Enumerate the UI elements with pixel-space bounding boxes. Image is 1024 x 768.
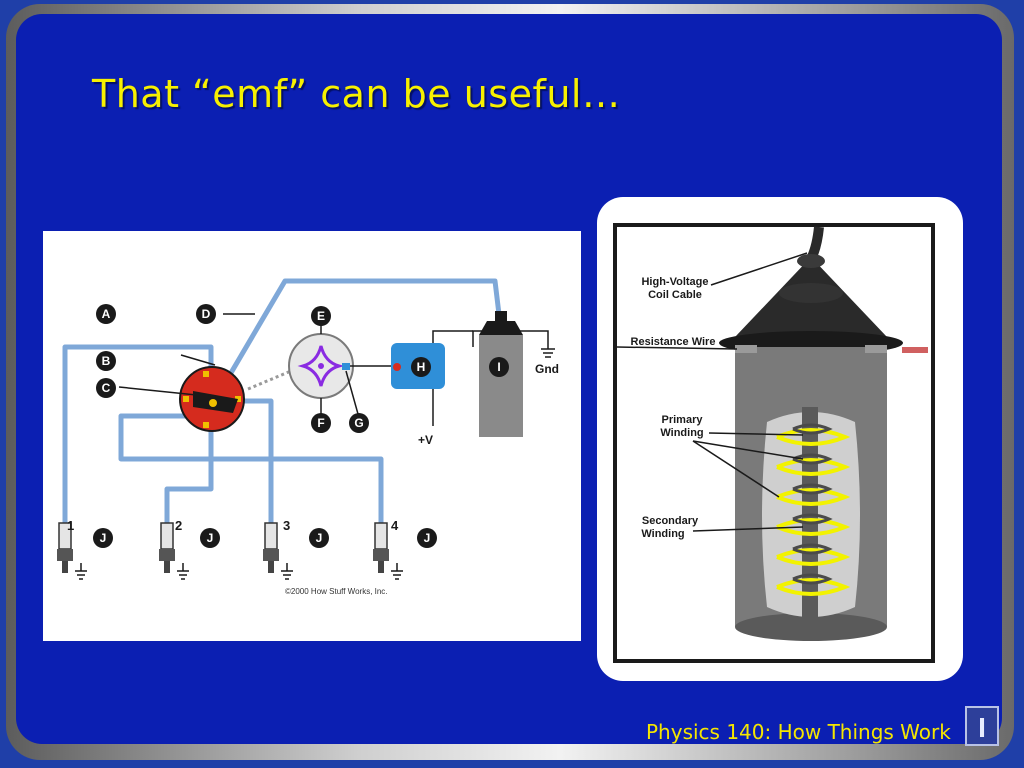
coil-cutaway-diagram: High-Voltage Coil Cable Resistance Wire … [613,223,935,663]
logo-letter: I [978,712,986,743]
spark-plug-3 [263,522,293,580]
label-c: C [102,381,111,395]
label-g: G [354,416,363,430]
ignition-coil-small [479,311,523,437]
distributor-cap [179,366,245,432]
plug-number-2: 2 [175,518,182,533]
label-e: E [317,309,325,323]
ignition-diagram-panel: A B C D E F G H I J J J J 1 2 3 4 Gnd +V [43,231,581,641]
spark-plug-4 [373,522,403,580]
rotor-link-dotted [247,369,292,391]
copyright-note: ©2000 How Stuff Works, Inc. [285,587,388,596]
supply-label: +V [418,433,433,447]
university-logo: I [965,706,999,746]
coil-high-voltage-wire [215,278,504,397]
label-j-3: J [316,531,323,545]
breaker-cam [288,333,354,399]
label-a: A [102,307,111,321]
label-badges [93,304,509,548]
label-d: D [202,307,211,321]
plug-number-3: 3 [283,518,290,533]
ground-label: Gnd [535,362,559,376]
label-secondary-1: Secondary [642,515,699,527]
plug-wire-4 [118,413,384,527]
plug-wire-1 [62,344,214,527]
label-j-4: J [424,531,431,545]
ignition-diagram: A B C D E F G H I J J J J 1 2 3 4 Gnd +V [57,278,559,596]
plug-number-1: 1 [67,518,74,533]
label-primary-1: Primary [662,414,704,426]
course-footer: Physics 140: How Things Work [646,720,951,744]
coil-diagram-panel: High-Voltage Coil Cable Resistance Wire … [597,197,963,681]
label-f: F [317,416,324,430]
label-i: I [497,360,500,374]
label-j-1: J [100,531,107,545]
label-h: H [417,360,426,374]
label-secondary-2: Winding [641,528,684,540]
plug-wire-3 [238,398,274,527]
label-high-voltage-2: Coil Cable [648,289,702,301]
label-b: B [102,354,111,368]
spark-plug-1 [57,522,87,580]
primary-winding [792,423,833,585]
slide-title: That “emf” can be useful… [92,72,621,116]
plug-wire-2 [164,416,214,527]
label-primary-2: Winding [660,427,703,439]
label-j-2: J [207,531,214,545]
label-high-voltage-1: High-Voltage [641,276,708,288]
plug-number-4: 4 [391,518,399,533]
spark-plug-2 [159,522,189,580]
label-resistance-wire: Resistance Wire [631,336,716,348]
